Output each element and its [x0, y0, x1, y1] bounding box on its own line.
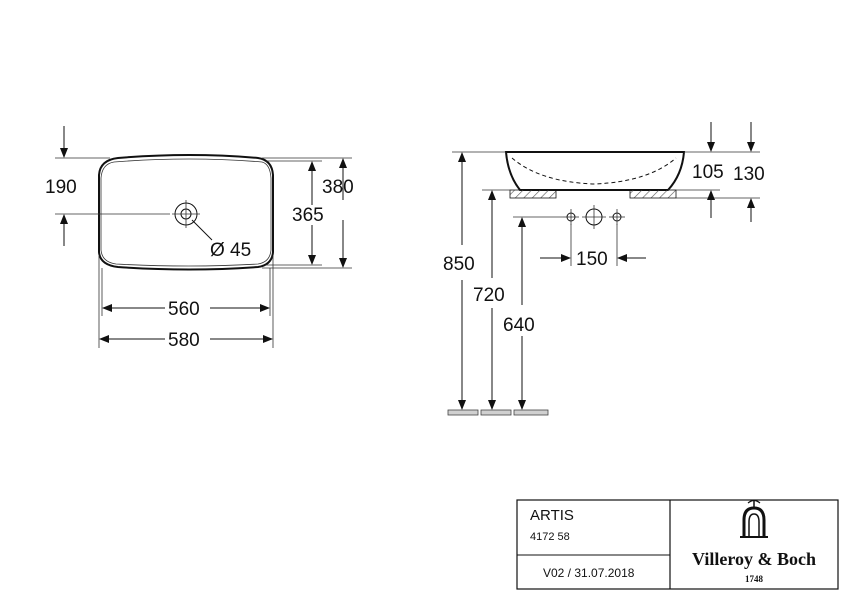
dim-560-label: 560	[168, 299, 200, 320]
floor-block	[447, 409, 479, 416]
dim-190-label: 190	[45, 177, 77, 198]
hole-diameter-label: Ø 45	[210, 240, 251, 261]
basin-bowl-hidden-line	[511, 157, 677, 185]
dim-850-label: 850	[443, 254, 475, 275]
floor-block	[480, 409, 512, 416]
basin-outline	[98, 154, 274, 271]
dim-150-label: 150	[576, 249, 608, 270]
countertop-left	[509, 189, 557, 199]
villeroy-boch-arch-logo-icon	[740, 499, 768, 538]
dim-380-label: 380	[322, 177, 354, 198]
floor-block	[513, 409, 549, 416]
version-date: V02 / 31.07.2018	[543, 566, 635, 580]
product-name: ARTIS	[530, 507, 574, 524]
title-block: ARTIS 4172 58 V02 / 31.07.2018 Villeroy …	[516, 499, 839, 590]
dim-640-label: 640	[503, 315, 535, 336]
side-view: 150 105 130 850 720 640	[443, 122, 765, 416]
basin-inner-rim	[100, 158, 272, 267]
wall-connection-icon	[563, 205, 625, 229]
dim-580-label: 580	[168, 330, 200, 351]
dim-105-label: 105	[692, 162, 724, 183]
hole-leader	[191, 219, 213, 241]
brand-name: Villeroy & Boch	[692, 549, 816, 569]
dim-720-label: 720	[473, 285, 505, 306]
article-number: 4172 58	[530, 531, 570, 543]
countertop-right	[629, 189, 677, 199]
dim-365-label: 365	[292, 205, 324, 226]
drain-hole-icon	[172, 200, 200, 228]
dim-130-label: 130	[733, 164, 765, 185]
brand-year: 1748	[745, 574, 764, 584]
top-view: Ø 45 190 380 365 560 580	[45, 126, 354, 351]
